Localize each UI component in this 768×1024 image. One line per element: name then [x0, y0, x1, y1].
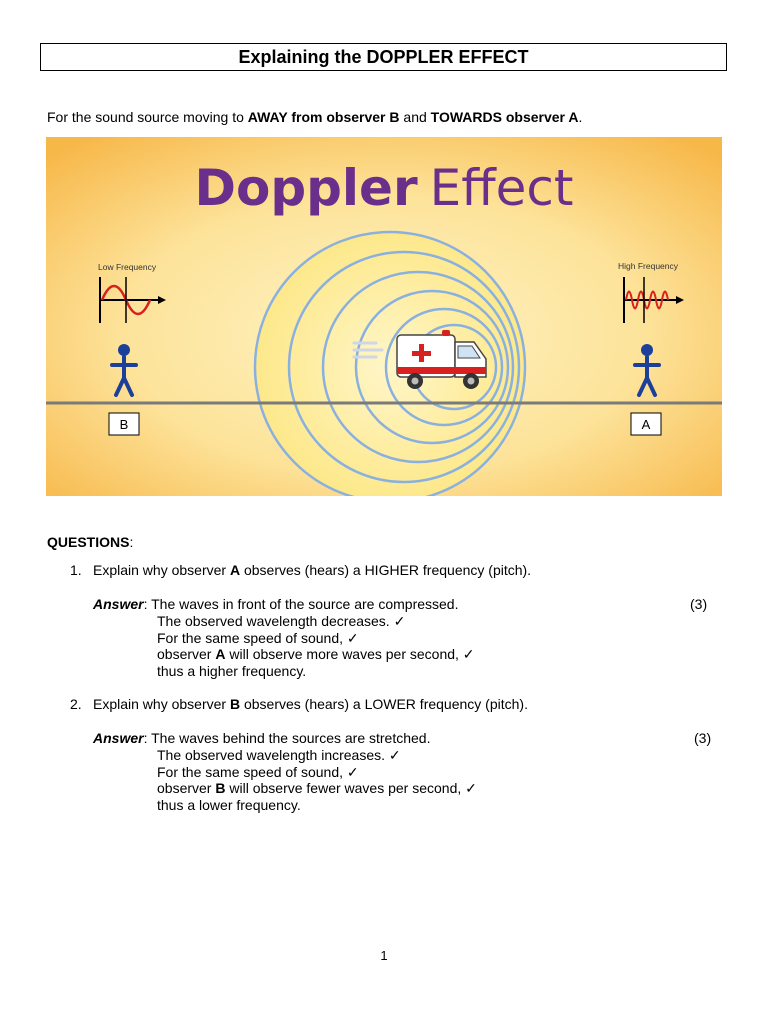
wave-ring-2: [287, 250, 521, 484]
intro-text: For the sound source moving to AWAY from…: [47, 109, 583, 125]
low-frequency-wave: [99, 277, 166, 323]
figure-heading-word1: Doppler: [194, 159, 417, 217]
page-number: 1: [380, 948, 388, 963]
high-frequency-label: High Frequency: [618, 261, 679, 271]
answer-2-label: Answer: [93, 730, 144, 746]
observer-a-label-box: [630, 412, 662, 436]
answer-2-marks: (3): [694, 730, 712, 746]
observer-b-figure: [110, 344, 138, 397]
question-1: 1.Explain why observer A observes (hears…: [70, 562, 532, 578]
observer-b-label: B: [120, 417, 129, 432]
observer-a-figure: [633, 344, 661, 397]
answer-2: Answer: The waves behind the sources are…: [93, 730, 477, 814]
observer-a-label: A: [642, 417, 651, 432]
low-frequency-label: Low Frequency: [98, 262, 157, 272]
page-title: Explaining the DOPPLER EFFECT: [40, 43, 727, 71]
answer-1: Answer: The waves in front of the source…: [93, 596, 475, 680]
wave-ring-1: [253, 230, 527, 496]
answer-1-label: Answer: [93, 596, 144, 612]
question-2: 2.Explain why observer B observes (hears…: [70, 696, 528, 712]
high-frequency-wave: [623, 277, 684, 323]
wave-ring-4: [354, 289, 510, 445]
questions-heading: QUESTIONS:: [47, 534, 134, 550]
figure-heading-word2: Effect: [430, 159, 574, 217]
motion-lines: [352, 341, 384, 359]
ambulance-icon: [396, 330, 487, 389]
wave-ring-3: [321, 270, 515, 464]
wave-ring-5: [384, 307, 504, 427]
answer-1-marks: (3): [690, 596, 708, 612]
observer-b-label-box: [108, 412, 140, 436]
